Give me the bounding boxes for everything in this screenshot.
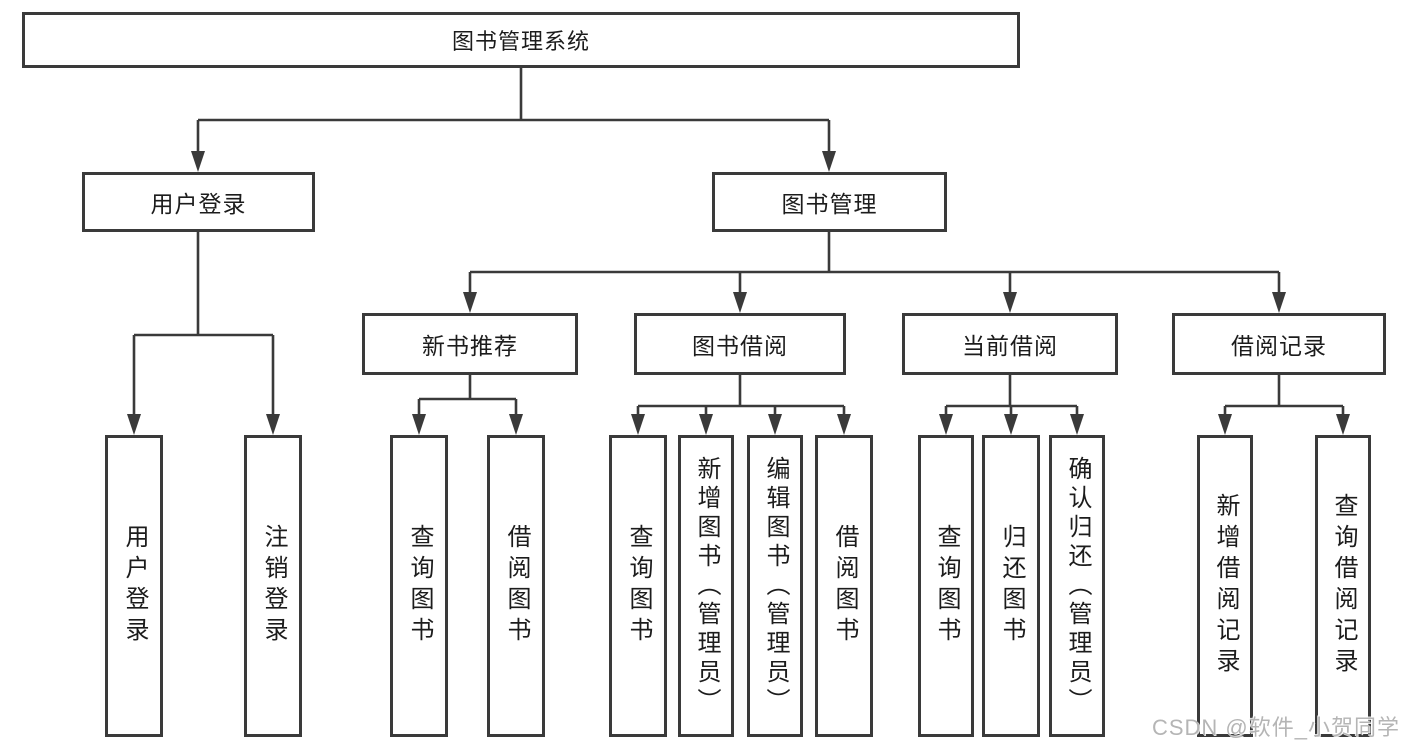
leaf-logout: 注销登录 bbox=[244, 435, 302, 737]
node-book-borrowing: 图书借阅 bbox=[634, 313, 846, 375]
node-current-borrowing: 当前借阅 bbox=[902, 313, 1118, 375]
leaf-borrow-books-newbook: 借阅图书 bbox=[487, 435, 545, 737]
leaf-label: 借阅图书 bbox=[831, 524, 858, 648]
node-book-management: 图书管理 bbox=[712, 172, 947, 232]
leaf-add-books-admin: 新增图书（管理员） bbox=[678, 435, 734, 737]
node-user-login: 用户登录 bbox=[82, 172, 315, 232]
csdn-watermark: CSDN @软件_小贺同学 bbox=[1151, 715, 1400, 740]
leaf-label: 查询图书 bbox=[406, 524, 433, 648]
node-library-management-system: 图书管理系统 bbox=[22, 12, 1020, 68]
leaf-borrow-books-borrow: 借阅图书 bbox=[815, 435, 873, 737]
node-new-book-recommendation: 新书推荐 bbox=[362, 313, 578, 375]
leaf-return-books: 归还图书 bbox=[982, 435, 1040, 737]
leaf-label: 注销登录 bbox=[260, 524, 287, 648]
leaf-label: 查询借阅记录 bbox=[1330, 493, 1357, 679]
leaf-query-books-current: 查询图书 bbox=[918, 435, 974, 737]
leaf-label: 查询图书 bbox=[933, 524, 960, 648]
leaf-query-books-borrow: 查询图书 bbox=[609, 435, 667, 737]
leaf-label: 新增图书（管理员） bbox=[693, 455, 720, 717]
leaf-label: 编辑图书（管理员） bbox=[762, 455, 789, 717]
leaf-label: 确认归还（管理员） bbox=[1064, 455, 1091, 717]
leaf-edit-books-admin: 编辑图书（管理员） bbox=[747, 435, 803, 737]
node-borrowing-records: 借阅记录 bbox=[1172, 313, 1386, 375]
leaf-user-login: 用户登录 bbox=[105, 435, 163, 737]
leaf-add-borrow-record: 新增借阅记录 bbox=[1197, 435, 1253, 737]
leaf-query-books-newbook: 查询图书 bbox=[390, 435, 448, 737]
leaf-label: 查询图书 bbox=[625, 524, 652, 648]
leaf-label: 新增借阅记录 bbox=[1212, 493, 1239, 679]
leaf-query-borrow-record: 查询借阅记录 bbox=[1315, 435, 1371, 737]
leaf-label: 用户登录 bbox=[121, 524, 148, 648]
leaf-label: 归还图书 bbox=[998, 524, 1025, 648]
arrowheads bbox=[127, 151, 1350, 435]
leaf-confirm-return-admin: 确认归还（管理员） bbox=[1049, 435, 1105, 737]
leaf-label: 借阅图书 bbox=[503, 524, 530, 648]
